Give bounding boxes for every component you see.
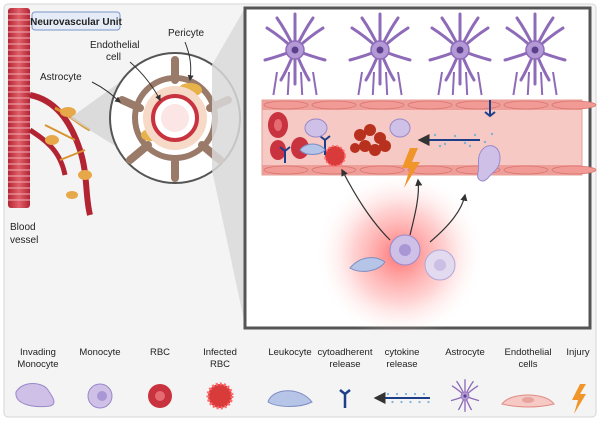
vessel-contents (268, 100, 501, 188)
legend-label: RBC (210, 359, 230, 370)
inflammation-zone (341, 168, 468, 281)
astrocyte-label: Astrocyte (40, 72, 82, 83)
injury-icon (572, 384, 586, 414)
legend-item-leukocyte: Leukocyte (267, 347, 313, 407)
legend-label: Invading (20, 347, 56, 358)
label-pointers (91, 41, 194, 103)
zoom-cone-large (212, 8, 245, 325)
blood-vessel (8, 8, 93, 216)
legend-label: cytokine (385, 347, 420, 358)
legend-label: Injury (566, 347, 589, 358)
blood-vessel-label-1: Blood (10, 222, 36, 233)
legend-label: Leukocyte (268, 347, 311, 358)
legend-label: RBC (150, 347, 170, 358)
pericyte-label: Pericyte (168, 28, 205, 39)
page-title: Neurovascular Unit (30, 17, 122, 28)
astrocyte-cell (348, 12, 412, 86)
endothelial-label-2: cell (106, 52, 121, 63)
astrocyte-row (263, 12, 567, 96)
legend-item-monocyte: Monocyte (79, 347, 121, 409)
astrocyte-cell (503, 12, 567, 86)
legend-item-injury: Injury (566, 347, 590, 414)
title-box: Neurovascular Unit (30, 11, 123, 31)
leukocyte-icon (267, 390, 313, 407)
legend-label: release (386, 359, 417, 370)
vessel-cross-section (109, 52, 241, 184)
legend-label: Infected (203, 347, 237, 358)
legend-label: Endothelial (504, 347, 551, 358)
blood-vessel-label-2: vessel (10, 235, 38, 246)
astrocyte-cell (428, 12, 492, 86)
astrocyte-icon (450, 379, 480, 412)
legend-label: cells (518, 359, 537, 370)
legend-label: cytoadherent (318, 347, 373, 358)
legend-label: release (329, 359, 360, 370)
vessel-band (261, 99, 597, 176)
legend-item-astrocyte: Astrocyte (445, 347, 485, 412)
invading-monocyte-icon (15, 383, 55, 408)
infected-rbc-icon (206, 382, 234, 410)
legend-label: Astrocyte (445, 347, 485, 358)
legend-label: Monocyte (17, 359, 58, 370)
cytoadherent-icon (339, 389, 351, 408)
legend-item-rbc: RBC (148, 347, 172, 408)
legend-label: Monocyte (79, 347, 120, 358)
astrocyte-cell (263, 12, 327, 86)
endothelial-label-1: Endothelial (90, 40, 139, 51)
